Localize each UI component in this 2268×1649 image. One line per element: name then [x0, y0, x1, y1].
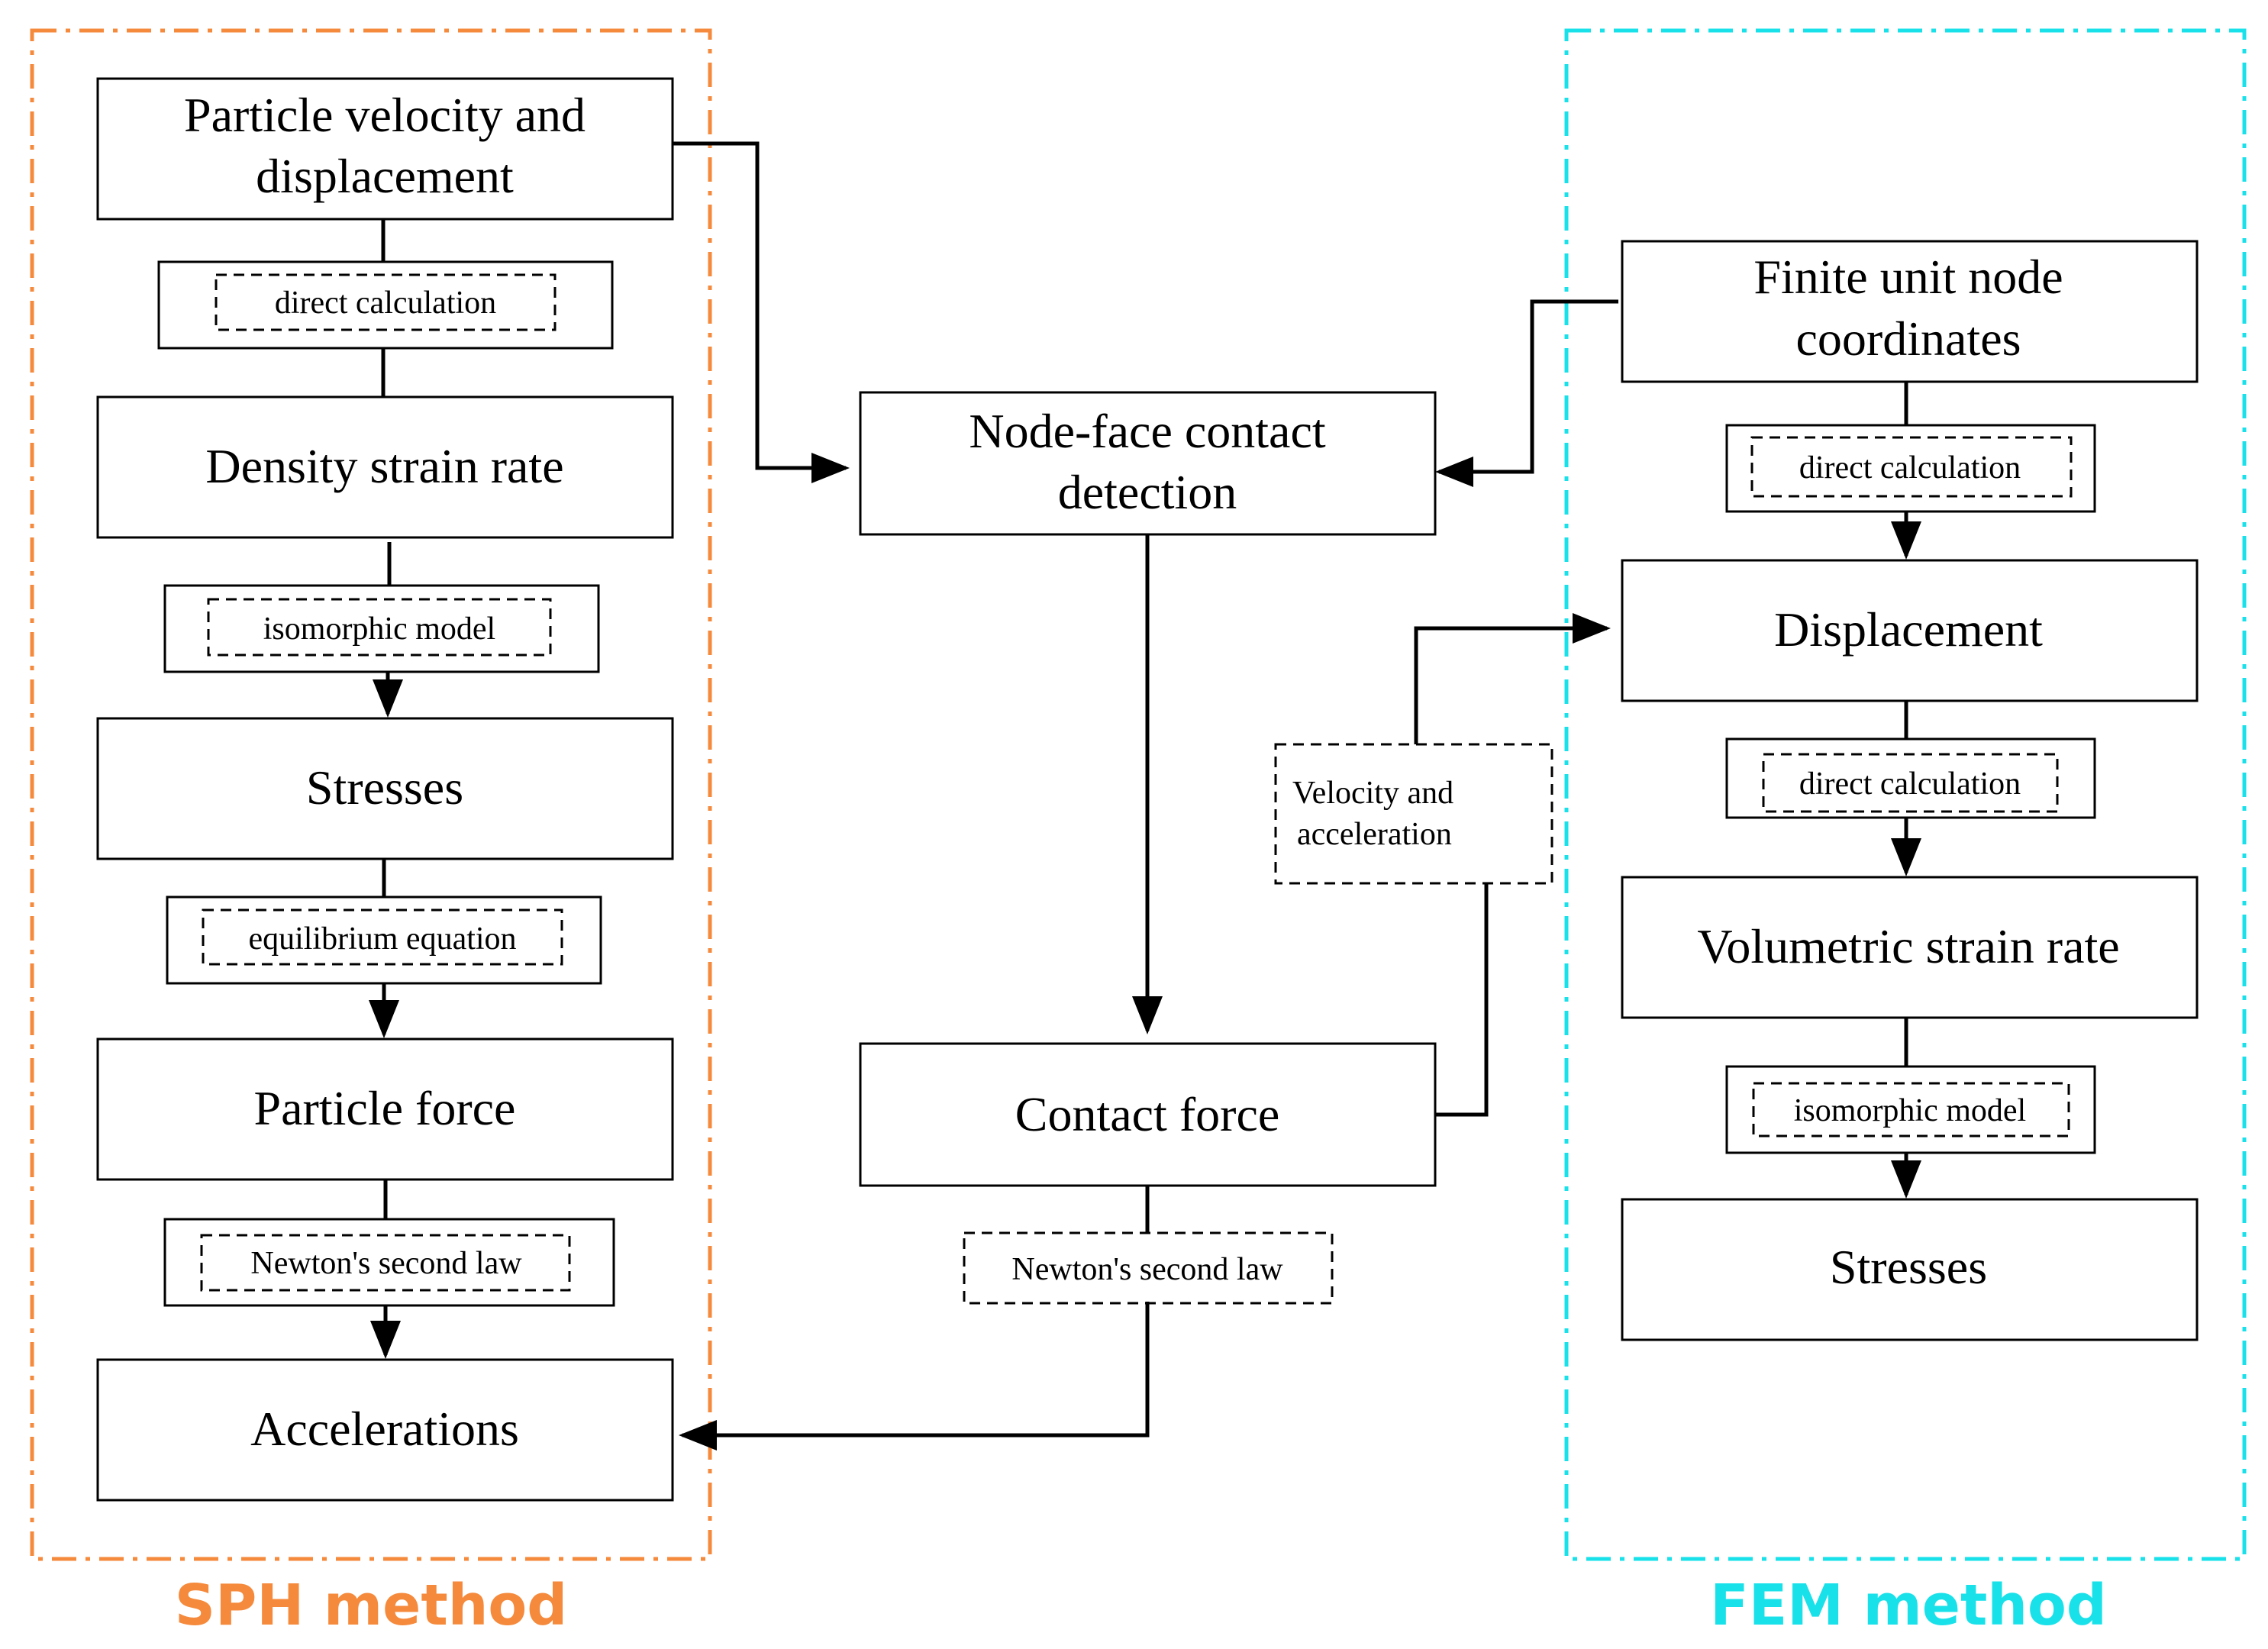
sph-stresses-box	[96, 717, 674, 860]
particle-velocity-line-1: Particle velocity and	[184, 88, 586, 142]
particle-velocity-box	[96, 77, 674, 221]
fem-stresses-box	[1621, 1198, 2199, 1341]
fem-direct-calc-dashed-2	[1762, 753, 2059, 813]
sph-direct-calc-box	[157, 260, 614, 350]
finite-unit-line-2: coordinates	[1796, 311, 2021, 366]
sph-direct-calc-label: direct calculation	[275, 286, 496, 321]
sph-equilibrium-label: equilibrium equation	[248, 921, 516, 957]
volumetric-strain-rate-box	[1621, 876, 2199, 1019]
sph-direct-calc-dashed	[215, 273, 557, 331]
node-face-line-1: Node-face contact	[969, 404, 1325, 458]
finite-unit-node-box	[1621, 240, 2199, 383]
fem-direct-calc-box-1	[1725, 424, 2096, 513]
sph-region-frame	[30, 28, 712, 1561]
sph-method-label: SPH method	[175, 1573, 567, 1638]
center-newton-label: Newton's second law	[1011, 1252, 1283, 1287]
connector-contact-force-to-velocity	[1433, 883, 1489, 1117]
arrow-fem-to-node-face	[1435, 299, 1618, 487]
fem-isomorphic-label: isomorphic model	[1794, 1093, 2026, 1128]
sph-newton-dashed	[200, 1234, 571, 1292]
velocity-accel-line-2: acceleration	[1297, 817, 1452, 852]
node-face-line-2: detection	[1058, 465, 1237, 519]
fem-isomorphic-box	[1725, 1065, 2096, 1154]
node-face-contact-box	[859, 391, 1437, 536]
sph-stresses-label: Stresses	[306, 760, 463, 815]
particle-force-box	[96, 1037, 674, 1181]
fem-isomorphic-dashed	[1752, 1082, 2070, 1138]
fem-displacement-box	[1621, 559, 2199, 702]
volumetric-strain-rate-label: Volumetric strain rate	[1697, 919, 2119, 973]
particle-force-label: Particle force	[254, 1081, 516, 1135]
fem-displacement-label: Displacement	[1774, 602, 2043, 657]
particle-velocity-line-2: displacement	[256, 149, 514, 203]
velocity-acceleration-dashed	[1274, 743, 1553, 885]
sph-isomorphic-label: isomorphic model	[263, 612, 495, 647]
fem-direct-calc-label-2: direct calculation	[1799, 766, 2021, 802]
sph-isomorphic-dashed	[207, 598, 552, 657]
density-strain-rate-label: Density strain rate	[205, 439, 563, 493]
finite-unit-line-1: Finite unit node	[1753, 250, 2063, 304]
arrow-sph-to-node-face	[669, 141, 850, 483]
accelerations-label: Accelerations	[250, 1402, 519, 1456]
contact-force-box	[859, 1042, 1437, 1187]
sph-equilibrium-dashed	[202, 908, 563, 966]
fem-method-label: FEM method	[1710, 1573, 2107, 1638]
fem-region-frame	[1564, 28, 2247, 1561]
sph-equilibrium-box	[166, 895, 602, 985]
fem-direct-calc-dashed-1	[1750, 436, 2073, 498]
arrow-newton-to-accelerations	[679, 1302, 1150, 1451]
accelerations-box	[96, 1358, 674, 1502]
contact-force-label: Contact force	[1015, 1087, 1280, 1141]
fem-direct-calc-box-2	[1725, 737, 2096, 819]
velocity-accel-line-1: Velocity and	[1292, 776, 1453, 811]
sph-newton-label: Newton's second law	[250, 1246, 522, 1281]
arrow-velocity-to-displacement	[1414, 613, 1611, 744]
density-strain-rate-box	[96, 395, 674, 539]
fem-direct-calc-label-1: direct calculation	[1799, 450, 2021, 486]
fem-stresses-label: Stresses	[1830, 1240, 1987, 1294]
center-newton-dashed	[963, 1231, 1334, 1305]
